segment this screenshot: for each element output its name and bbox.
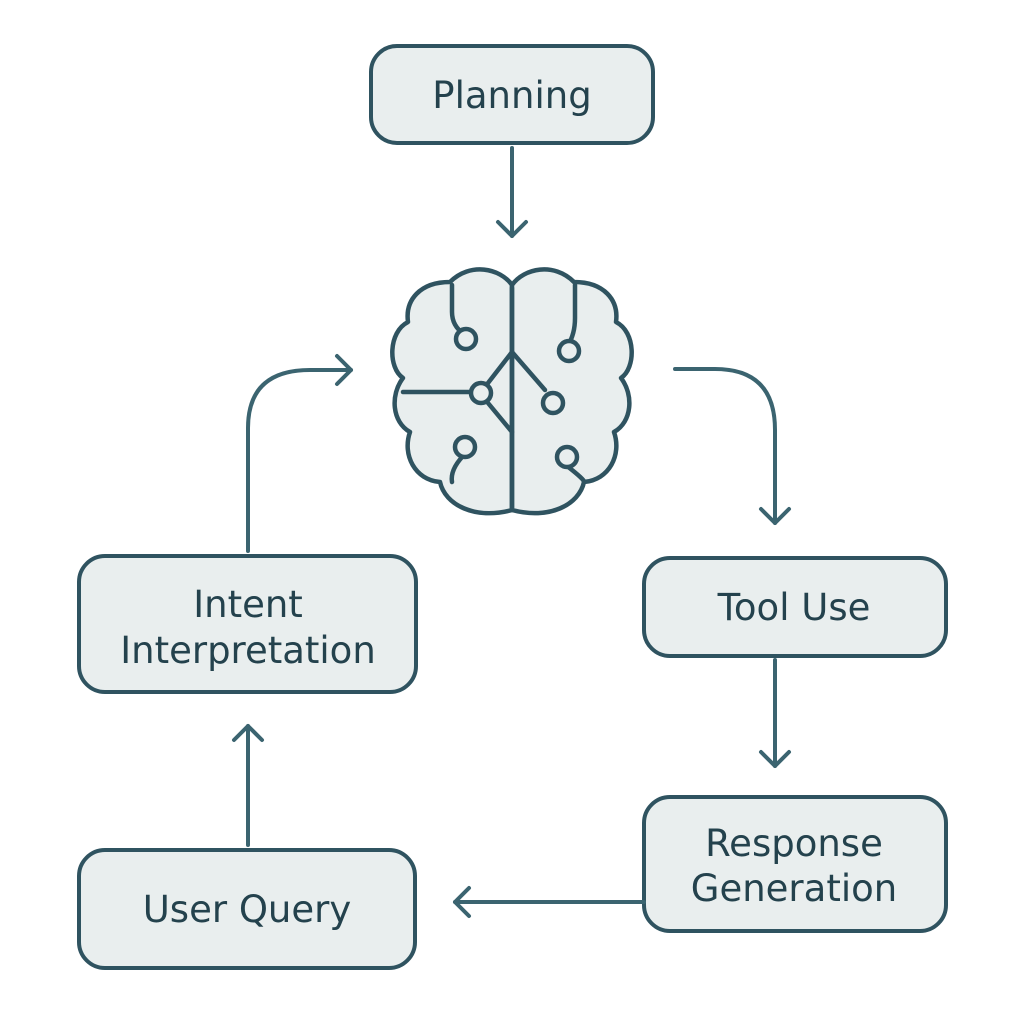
arrowhead-up-icon [232,724,264,742]
brain-circuit-icon [390,267,634,516]
connector-tool-use-to-response [759,658,791,768]
circuit-node [468,380,494,406]
planning-node: Planning [369,44,655,145]
tool-use-node: Tool Use [642,556,948,658]
connector-intent-to-brain [246,354,353,553]
response-generation-label-line2: Generation [691,867,897,910]
arrowhead-down-icon [759,507,791,525]
user-query-label: User Query [143,888,352,931]
arrowhead-left-icon [453,886,471,918]
circuit-node [540,390,566,416]
tool-use-label: Tool Use [717,586,871,629]
arrowhead-right-icon [335,354,353,386]
intent-interpretation-node: Intent Interpretation [77,554,418,694]
circuit-node [452,434,478,460]
intent-interpretation-label-line2: Interpretation [120,629,376,672]
response-generation-label-line1: Response [705,822,883,865]
arrowhead-down-icon [759,750,791,768]
intent-interpretation-label-line1: Intent [193,583,303,626]
circuit-node [453,326,479,352]
user-query-node: User Query [77,848,417,970]
circuit-node [554,444,580,470]
connector-planning-to-brain [496,146,528,238]
circuit-node [556,338,582,364]
arrowhead-down-icon [496,220,528,238]
planning-label: Planning [432,74,591,117]
brain-right-hemisphere [509,267,634,516]
response-generation-node: Response Generation [642,795,948,933]
connector-response-to-user-query [453,886,646,918]
connector-user-query-to-intent [232,724,264,847]
connector-brain-to-tool-use [673,367,791,525]
